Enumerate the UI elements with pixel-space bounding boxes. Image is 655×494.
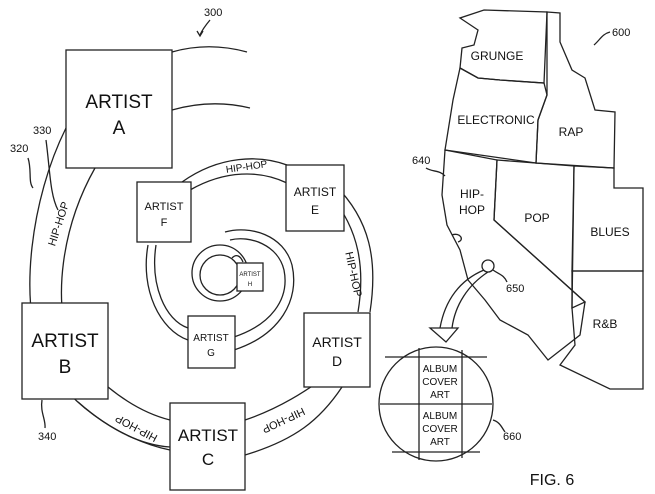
ref-330: 330: [33, 125, 51, 137]
magnifier-660: ALBUM COVER ART ALBUM COVER ART: [378, 346, 494, 462]
ref-640-leader: [425, 167, 446, 177]
ref-330-leader: [45, 139, 59, 211]
svg-text:ARTIST: ARTIST: [294, 185, 337, 199]
region-label-hiphop-2[interactable]: HOP: [459, 203, 485, 217]
svg-text:ARTIST: ARTIST: [85, 92, 153, 113]
genre-map: 600 GRUNGE ELECTRONIC RAP HIP- HOP PO: [378, 9, 644, 489]
svg-text:ART: ART: [430, 437, 450, 448]
svg-text:D: D: [332, 353, 342, 369]
svg-text:G: G: [207, 348, 215, 359]
outer-band-edge-6: [244, 386, 343, 456]
album-cover-cell[interactable]: ALBUM COVER ART: [422, 364, 458, 401]
outer-band-edge-8: [334, 184, 374, 313]
svg-text:B: B: [59, 357, 72, 378]
ref-660-leader: [492, 419, 506, 433]
zoom-arrow-shaft-2: [451, 271, 489, 329]
region-label-rap[interactable]: RAP: [559, 125, 584, 139]
inner-loop-edge-1: [145, 244, 189, 341]
inner-band-edge-1: [181, 158, 288, 183]
magnifier-circle: [378, 346, 494, 462]
artist-h-node[interactable]: ARTIST H: [231, 255, 264, 292]
region-label-rb[interactable]: R&B: [593, 317, 618, 331]
region-rb-boundary: [559, 270, 644, 390]
spiral-tail-outer: [171, 46, 248, 53]
region-label-pop[interactable]: POP: [524, 211, 549, 225]
ref-600-leader: [593, 31, 611, 46]
svg-text:COVER: COVER: [422, 424, 458, 435]
inner-loop-edge-2: [154, 244, 189, 329]
svg-text:C: C: [202, 450, 214, 469]
genre-label: HIP-HOP: [46, 200, 72, 247]
svg-text:ARTIST: ARTIST: [312, 334, 362, 350]
region-pop-boundary: [493, 159, 587, 310]
svg-text:COVER: COVER: [422, 377, 458, 388]
region-rap-boundary: [535, 11, 616, 169]
artist-d-node[interactable]: ARTIST D: [303, 312, 371, 388]
spiral-tail-inner: [171, 103, 251, 111]
ref-640: 640: [412, 155, 430, 167]
artist-g-node[interactable]: ARTIST G: [187, 315, 236, 369]
region-hiphop-boundary: [441, 149, 586, 361]
inner-band-edge-2: [189, 173, 288, 191]
ref-650: 650: [506, 283, 524, 295]
svg-text:ARTIST: ARTIST: [193, 333, 228, 344]
svg-text:H: H: [248, 282, 252, 288]
artist-a-node[interactable]: ARTIST A: [65, 49, 173, 169]
region-label-blues[interactable]: BLUES: [590, 225, 629, 239]
svg-text:ARTIST: ARTIST: [239, 272, 261, 278]
svg-text:ARTIST: ARTIST: [178, 426, 238, 445]
ref-660: 660: [503, 431, 521, 443]
svg-text:E: E: [311, 203, 319, 217]
svg-text:ARTIST: ARTIST: [31, 331, 99, 352]
outer-band-edge-3: [77, 401, 171, 448]
inner-coil-inner: [199, 254, 241, 296]
artist-b-node[interactable]: ARTIST B: [21, 302, 109, 400]
region-grunge-boundary: [458, 9, 548, 84]
ref-340: 340: [38, 431, 56, 443]
ref-320-leader: [27, 157, 34, 189]
ref-300-arrowhead: [196, 30, 204, 38]
svg-text:ALBUM: ALBUM: [423, 364, 457, 375]
inner-loop-edge-3: [229, 238, 286, 338]
svg-text:A: A: [113, 118, 126, 139]
ref-340-leader: [40, 399, 46, 429]
album-cover-cell[interactable]: ALBUM COVER ART: [422, 411, 458, 448]
spiral-diagram: 300 320 330 340 HIP-HOP HI: [10, 7, 374, 491]
figure-caption: FIG. 6: [530, 472, 575, 489]
svg-text:ALBUM: ALBUM: [423, 411, 457, 422]
ref-300-leader: [199, 19, 211, 36]
artist-h-tail: [231, 255, 244, 263]
region-label-electronic[interactable]: ELECTRONIC: [457, 113, 535, 127]
zoom-arrow-shaft-1: [439, 269, 485, 329]
ref-600: 600: [612, 27, 630, 39]
region-label-grunge[interactable]: GRUNGE: [471, 49, 524, 63]
artist-e-node[interactable]: ARTIST E: [285, 164, 345, 232]
zoom-arrow-head: [428, 327, 460, 343]
ref-320: 320: [10, 143, 28, 155]
map-outline: [441, 9, 644, 390]
artist-c-node[interactable]: ARTIST C: [169, 402, 246, 491]
svg-text:ARTIST: ARTIST: [145, 201, 184, 213]
artist-f-node[interactable]: ARTIST F: [136, 181, 192, 243]
inner-loop-edge-4: [224, 229, 295, 351]
region-label-hiphop-1[interactable]: HIP-: [460, 187, 484, 201]
ref-300: 300: [204, 7, 222, 19]
ref-650-leader: [492, 269, 508, 283]
outer-band-edge-4: [107, 386, 171, 421]
region-blues-boundary: [571, 165, 644, 272]
coast-bay: [451, 233, 462, 243]
svg-text:ART: ART: [430, 390, 450, 401]
svg-text:F: F: [161, 217, 168, 229]
